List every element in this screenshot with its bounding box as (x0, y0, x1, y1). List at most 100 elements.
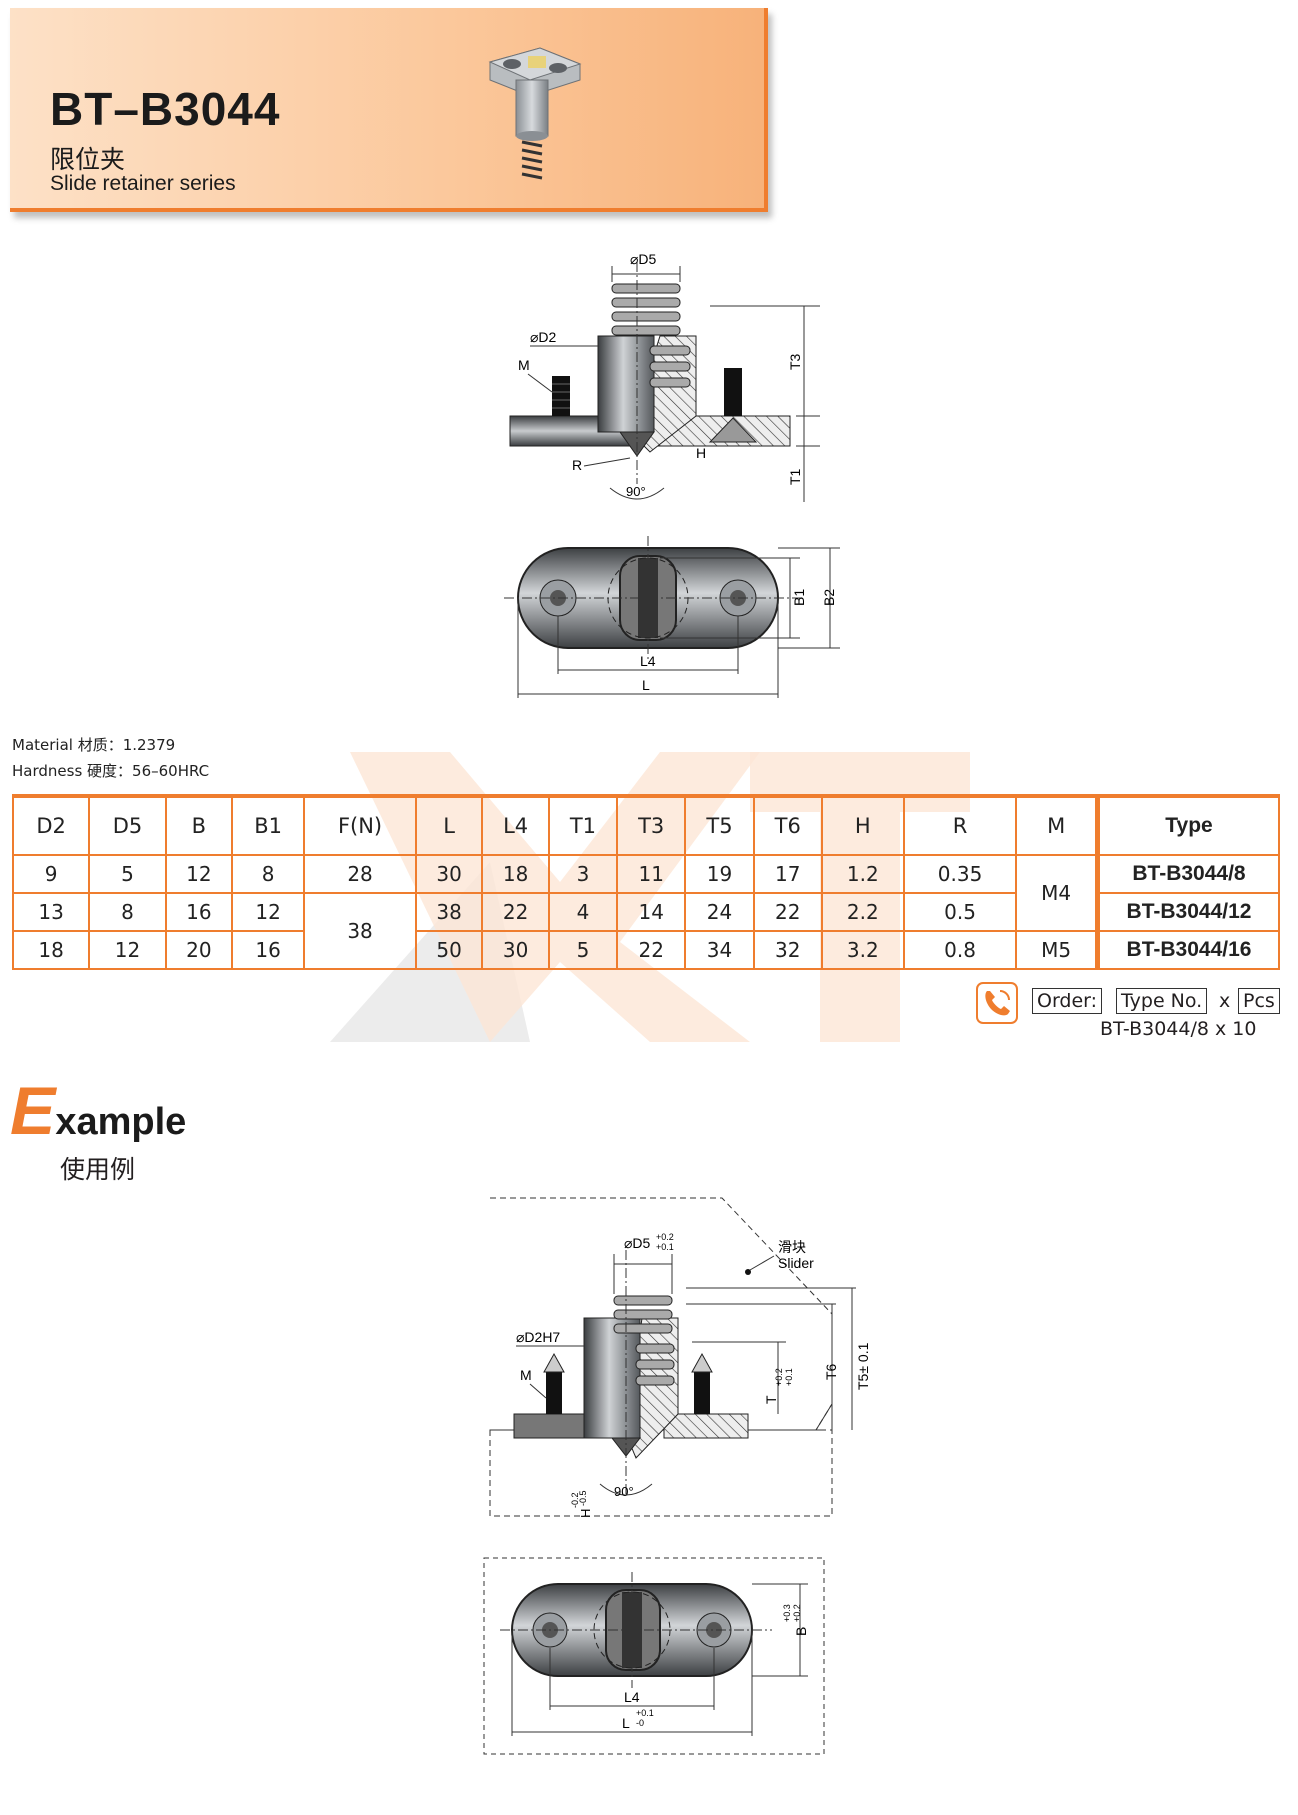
table-cell: 0.5 (902, 892, 1018, 932)
example-cn: 使用例 (60, 1155, 136, 1184)
table-cell: 0.35 (902, 854, 1018, 894)
col-header: T5 (684, 794, 755, 856)
table-cell: 8 (88, 892, 167, 932)
example-label-d5-sup: +0.2 (656, 1232, 674, 1242)
table-cell: 38 (414, 892, 484, 932)
example-label-m: M (520, 1367, 532, 1383)
product-photo (488, 47, 582, 180)
table-cell: 5 (547, 930, 619, 970)
table-cell: 14 (616, 892, 687, 932)
table-cell: 12 (164, 854, 234, 894)
example-label-slider-en: Slider (778, 1255, 814, 1271)
label-m: M (518, 357, 530, 373)
example-top-view-drawing: B +0.3 +0.2 L4 L +0.1 -0 (483, 1557, 825, 1755)
example-letter: E (10, 1073, 56, 1149)
label-angle: 90° (626, 484, 646, 499)
table-cell: 24 (684, 892, 755, 932)
col-header: T6 (752, 794, 823, 856)
example-label-l-sup: +0.1 (636, 1708, 654, 1718)
material-spec: Material 材质：1.2379 (12, 736, 176, 754)
example-label-b-sub: +0.2 (792, 1604, 802, 1622)
table-cell: M5 (1015, 930, 1099, 970)
col-header: D5 (88, 794, 167, 856)
col-header: T3 (616, 794, 687, 856)
example-label-t6: T6 (823, 1363, 839, 1380)
label-d5: ⌀D5 (630, 252, 657, 267)
example-label-t-sup: +0.2 (774, 1368, 784, 1386)
phone-icon (976, 982, 1018, 1024)
order-type-no: Type No. (1116, 988, 1208, 1014)
col-header: T1 (547, 794, 619, 856)
table-cell: 4 (547, 892, 619, 932)
table-row: 18 12 20 16 50 30 5 22 34 32 3.2 0.8 M5 … (11, 930, 1280, 970)
table-row: 9 5 12 8 28 30 18 3 11 19 17 1.2 0.35 M4… (11, 854, 1280, 932)
label-h: H (696, 445, 706, 461)
col-header: R (902, 794, 1018, 856)
table-cell: 2.2 (820, 892, 905, 932)
example-label-l: L (622, 1715, 630, 1731)
table-cell: 18 (11, 930, 91, 970)
label-b2: B2 (821, 589, 837, 606)
col-header: M (1015, 794, 1099, 856)
product-subtitle-cn: 限位夹 (50, 145, 126, 174)
header-banner: BT–B3044 限位夹 Slide retainer series (10, 8, 768, 212)
label-l: L (642, 677, 650, 693)
example-word: xample (55, 1101, 187, 1143)
example-label-t5: T5± 0.1 (855, 1342, 871, 1390)
table-cell: 1.2 (820, 854, 905, 894)
order-pcs: Pcs (1238, 988, 1280, 1014)
example-label-angle: 90° (614, 1484, 634, 1499)
example-label-d2h7: ⌀D2H7 (516, 1329, 560, 1345)
table-cell: 16 (164, 892, 234, 932)
label-l4: L4 (640, 653, 656, 669)
table-cell: 50 (414, 930, 484, 970)
example-label-h: H (578, 1509, 593, 1518)
table-cell: 34 (684, 930, 755, 970)
order-x: x (1219, 990, 1231, 1012)
label-t3: T3 (787, 353, 803, 370)
col-header-type: Type (1095, 794, 1280, 856)
product-title: BT–B3044 (50, 83, 281, 135)
example-heading: Example (10, 1072, 186, 1150)
col-header: L (414, 794, 484, 856)
type-cell: BT-B3044/12 (1095, 892, 1280, 932)
example-label-b-sup: +0.3 (782, 1604, 792, 1622)
col-header: D2 (11, 794, 91, 856)
label-t1: T1 (787, 468, 803, 485)
table-cell: 19 (684, 854, 755, 894)
table-cell: 30 (414, 854, 484, 894)
example-label-slider-cn: 滑块 (778, 1239, 806, 1255)
col-header: F(N) (303, 794, 417, 856)
example-section-drawing: ⌀D5 +0.2 +0.1 滑块 Slider ⌀D2H7 M T +0.2 +… (489, 1197, 871, 1518)
col-header: H (820, 794, 905, 856)
table-cell: 20 (164, 930, 234, 970)
table-cell: 3.2 (820, 930, 905, 970)
order-label: Order: (1032, 988, 1103, 1014)
example-label-d5-sub: +0.1 (656, 1242, 674, 1252)
table-cell: 22 (481, 892, 550, 932)
table-row: 13 8 16 12 38 38 22 4 14 24 22 2.2 0.5 B… (11, 892, 1280, 970)
table-cell: 5 (88, 854, 167, 894)
example-label-h-sup: -0.2 (570, 1492, 580, 1508)
col-header: B (164, 794, 234, 856)
table-cell: 32 (752, 930, 823, 970)
table-cell: 9 (11, 854, 91, 894)
table-cell: 28 (303, 854, 417, 894)
table-cell: 12 (231, 892, 306, 932)
top-view-drawing: B1 B2 L4 L (504, 536, 840, 698)
side-section-drawing: ⌀D5 ⌀D2 M R H 90° T3 T1 (509, 252, 820, 502)
table-cell: 12 (88, 930, 167, 970)
table-cell: 13 (11, 892, 91, 932)
example-label-t: T (763, 1395, 779, 1404)
table-cell: 17 (752, 854, 823, 894)
table-cell: 16 (231, 930, 306, 970)
label-r: R (572, 457, 582, 473)
table-cell: 0.8 (902, 930, 1018, 970)
label-b1: B1 (791, 589, 807, 606)
table-cell: 11 (616, 854, 687, 894)
type-cell: BT-B3044/16 (1095, 930, 1280, 970)
col-header: L4 (481, 794, 550, 856)
hardness-spec: Hardness 硬度：56–60HRC (12, 762, 210, 780)
table-cell: 18 (481, 854, 550, 894)
table-cell: 22 (616, 930, 687, 970)
